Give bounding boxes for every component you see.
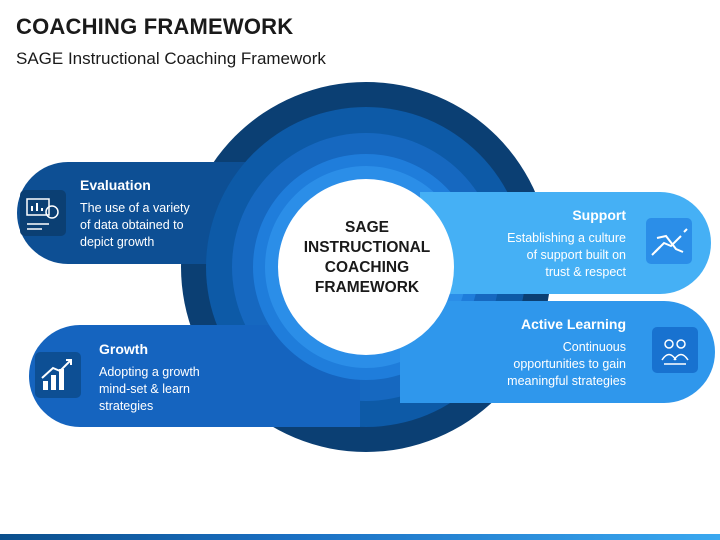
people-learning-icon — [652, 327, 698, 373]
active-learning-desc-2: opportunities to gain — [513, 357, 626, 371]
growth-card[interactable] — [29, 325, 360, 427]
data-analysis-icon — [20, 190, 66, 236]
center-line-3: COACHING — [324, 259, 410, 276]
evaluation-title: Evaluation — [80, 177, 151, 193]
center-circle — [278, 179, 454, 355]
growth-chart-icon — [35, 352, 81, 398]
active-learning-title: Active Learning — [520, 316, 626, 332]
growth-text: Growth Adopting a growth mind-set & lear… — [99, 341, 200, 415]
active-learning-desc-1: Continuous — [562, 340, 626, 354]
evaluation-desc-2: of data obtained to — [80, 218, 184, 232]
support-text: Support Establishing a culture of suppor… — [470, 207, 626, 281]
growth-desc-3: strategies — [99, 399, 154, 413]
page-subtitle: SAGE Instructional Coaching Framework — [16, 49, 326, 68]
evaluation-desc-3: depict growth — [80, 235, 155, 249]
growth-title: Growth — [99, 341, 148, 357]
support-card[interactable] — [420, 192, 711, 294]
evaluation-text: Evaluation The use of a variety of data … — [80, 177, 190, 251]
center-line-4: FRAMEWORK — [314, 279, 420, 296]
active-learning-desc-3: meaningful strategies — [507, 374, 626, 388]
support-desc-3: trust & respect — [545, 265, 626, 279]
evaluation-desc-1: The use of a variety — [80, 201, 190, 215]
support-desc-2: of support built on — [526, 248, 626, 262]
page-title: COACHING FRAMEWORK — [16, 14, 294, 39]
center-line-1: SAGE — [345, 219, 389, 236]
center-line-2: INSTRUCTIONAL — [303, 239, 431, 256]
active-learning-card[interactable] — [400, 301, 715, 403]
bottom-accent-bar — [0, 534, 720, 540]
support-title: Support — [572, 207, 626, 223]
support-desc-1: Establishing a culture — [507, 231, 626, 245]
center-label: SAGE INSTRUCTIONAL COACHING FRAMEWORK — [282, 218, 452, 298]
handshake-icon — [646, 218, 692, 264]
active-learning-text: Active Learning Continuous opportunities… — [466, 316, 626, 390]
growth-desc-2: mind-set & learn — [99, 382, 191, 396]
growth-desc-1: Adopting a growth — [99, 365, 200, 379]
